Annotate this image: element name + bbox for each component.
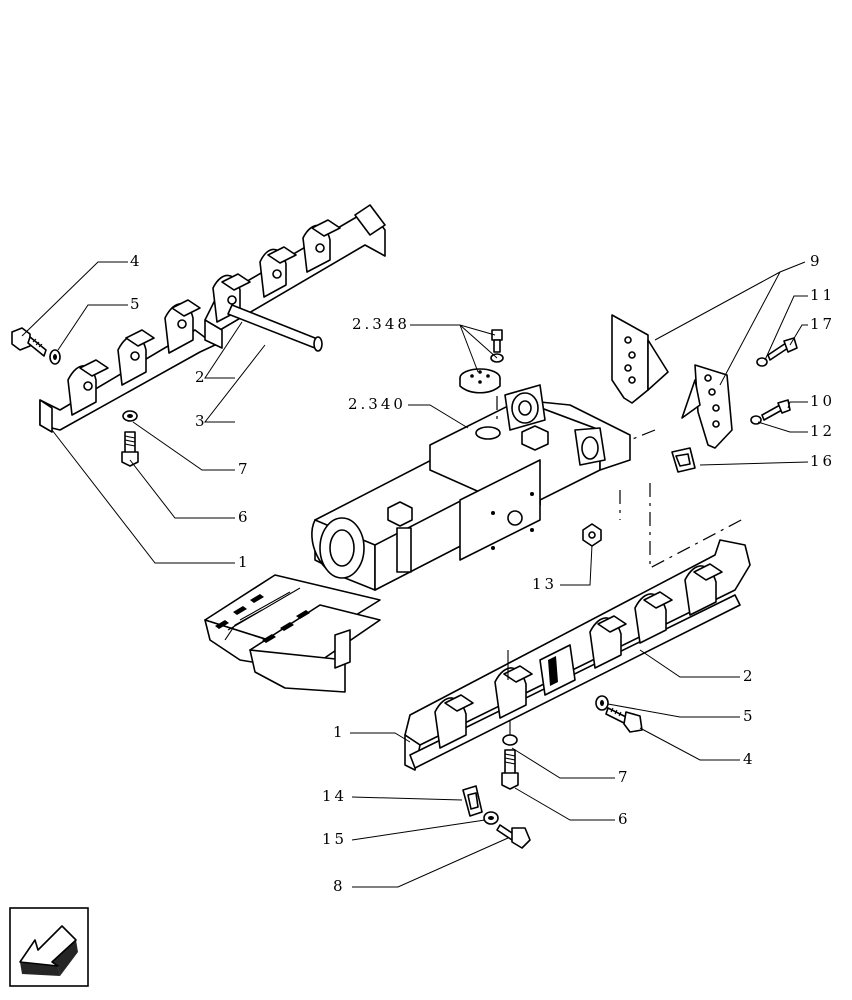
callout-10: 10 <box>810 392 835 410</box>
leader-lines <box>21 261 809 888</box>
callout-5-top: 5 <box>130 295 143 313</box>
callout-2-340: 2.340 <box>348 395 406 413</box>
callout-2-top: 2 <box>195 368 208 386</box>
callout-15: 15 <box>322 830 347 848</box>
clip-part-14 <box>462 785 483 817</box>
callout-8: 8 <box>333 877 346 895</box>
callout-11: 11 <box>810 286 835 304</box>
callout-7-top: 7 <box>238 460 251 478</box>
callout-1-bottom: 1 <box>333 723 346 741</box>
bolt-part-6-top <box>121 431 139 467</box>
callout-17: 17 <box>810 315 835 333</box>
callout-6-bottom: 6 <box>618 810 631 828</box>
callout-16: 16 <box>810 452 835 470</box>
washer-part-7-top <box>122 410 138 422</box>
washer-part-5-bottom <box>595 695 609 711</box>
assembly-line-right <box>629 429 746 569</box>
callout-3: 3 <box>195 412 208 430</box>
bolt-part-17 <box>756 337 798 367</box>
bracket-part-9-left <box>611 314 669 404</box>
bolt-part-8 <box>496 824 531 849</box>
left-upper-rail <box>204 204 386 349</box>
pin-part-3 <box>227 304 323 352</box>
main-frame <box>204 384 631 693</box>
washer-part-15 <box>483 811 499 825</box>
bolt-group-2-348 <box>459 329 504 420</box>
nut-part-13 <box>582 523 602 547</box>
callout-1-top: 1 <box>238 553 251 571</box>
right-support-rail <box>404 539 751 771</box>
callout-labels: 4 5 2 3 7 6 1 2.348 2.340 9 11 17 10 12 … <box>130 252 835 895</box>
washer-part-7-bottom <box>502 734 518 746</box>
callout-12: 12 <box>810 422 835 440</box>
bolt-part-4-top <box>11 327 47 357</box>
callout-14: 14 <box>322 787 347 805</box>
clip-part-16 <box>671 447 696 473</box>
callout-2-348: 2.348 <box>352 315 410 333</box>
bolt-part-4-bottom <box>605 707 643 733</box>
bolt-part-10 <box>750 399 791 425</box>
callout-13: 13 <box>532 575 557 593</box>
callout-6-top: 6 <box>238 508 251 526</box>
callout-9: 9 <box>810 252 823 270</box>
bolt-part-6-bottom <box>501 749 519 790</box>
callout-4-top: 4 <box>130 252 143 270</box>
washer-part-5-top <box>49 349 61 365</box>
prev-page-arrow-icon[interactable] <box>9 907 89 987</box>
callout-7-bottom: 7 <box>618 768 631 786</box>
callout-5-bottom: 5 <box>743 707 756 725</box>
callout-4-bottom: 4 <box>743 750 756 768</box>
left-support-rail <box>39 299 216 433</box>
bracket-part-9-right <box>681 364 733 449</box>
callout-2-bottom: 2 <box>743 667 756 685</box>
